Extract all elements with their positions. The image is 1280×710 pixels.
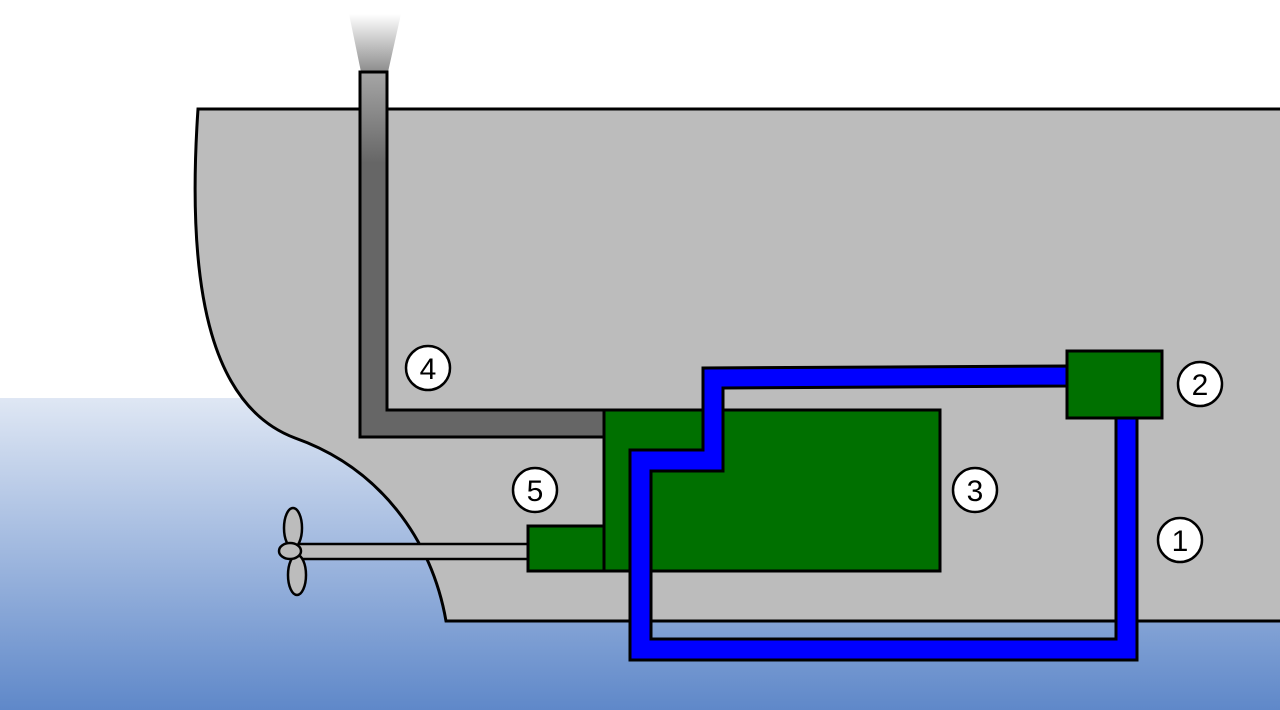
callout-3-label: 3 bbox=[967, 475, 984, 508]
callout-1: 1 bbox=[1156, 516, 1204, 564]
propeller-shaft bbox=[290, 542, 532, 561]
callout-5: 5 bbox=[511, 466, 559, 514]
heat-exchanger bbox=[1065, 349, 1164, 420]
callout-5-label: 5 bbox=[527, 475, 544, 508]
propeller-icon bbox=[277, 506, 308, 597]
callout-4-label: 4 bbox=[420, 353, 437, 386]
gearbox bbox=[526, 524, 608, 573]
callout-1-label: 1 bbox=[1172, 525, 1189, 558]
callout-2-label: 2 bbox=[1192, 369, 1209, 402]
ship-hull bbox=[193, 107, 1280, 623]
callout-4: 4 bbox=[404, 344, 452, 392]
engine bbox=[602, 408, 942, 573]
cooling-pipe bbox=[628, 364, 1139, 662]
exhaust-smoke bbox=[349, 14, 401, 72]
callout-3: 3 bbox=[951, 466, 999, 514]
callout-2: 2 bbox=[1176, 360, 1224, 408]
